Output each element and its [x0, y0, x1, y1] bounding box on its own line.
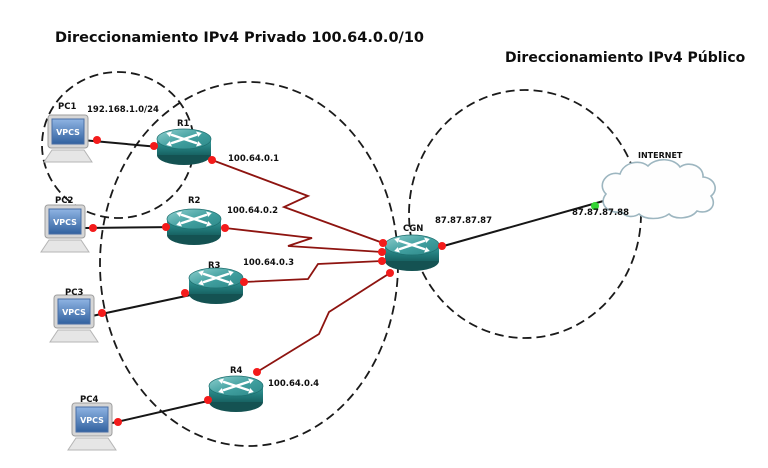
endpoint-dot-red	[378, 257, 386, 265]
node-label-r3[interactable]: R3	[208, 261, 221, 271]
router-icon	[156, 128, 212, 165]
endpoint-dot-red	[114, 418, 122, 426]
endpoint-dot-red	[150, 142, 158, 150]
pc-icon: VPCS	[40, 204, 90, 253]
endpoint-dot-red	[204, 396, 212, 404]
pc-icon: VPCS	[67, 402, 117, 451]
pc-icon: VPCS	[43, 114, 93, 163]
endpoint-dot-red	[93, 136, 101, 144]
node-r4[interactable]	[208, 375, 264, 412]
node-label-r4[interactable]: R4	[230, 366, 243, 376]
node-label-r2[interactable]: R2	[188, 196, 201, 206]
endpoint-dot-red	[379, 239, 387, 247]
router-arrows-icon	[166, 131, 202, 147]
node-cgn[interactable]	[384, 234, 440, 271]
link-r2-cgn[interactable]	[224, 227, 383, 253]
ip-label-87-87-87-87[interactable]: 87.87.87.87	[435, 216, 492, 226]
endpoint-dot-red	[162, 223, 170, 231]
link-r4-cgn[interactable]	[256, 272, 391, 373]
endpoint-dot-red	[208, 156, 216, 164]
pc-screen-label: VPCS	[53, 218, 77, 227]
node-label-pc2[interactable]: PC2	[55, 196, 73, 206]
node-pc1[interactable]: VPCS	[43, 114, 93, 163]
node-label-pc3[interactable]: PC3	[65, 288, 83, 298]
node-label-internet[interactable]: INTERNET	[638, 151, 683, 160]
ip-label-100-64-0-3[interactable]: 100.64.0.3	[243, 258, 294, 268]
link-r3-cgn[interactable]	[243, 260, 383, 283]
endpoint-dot-red	[221, 224, 229, 232]
router-icon	[188, 267, 244, 304]
endpoint-dot-green	[591, 202, 599, 210]
ip-label-87-87-87-88[interactable]: 87.87.87.88	[572, 208, 629, 218]
node-label-pc1[interactable]: PC1	[58, 102, 76, 112]
pc-screen-label: VPCS	[56, 128, 80, 137]
endpoint-dot-red	[253, 368, 261, 376]
node-internet[interactable]	[601, 158, 716, 220]
node-label-pc4[interactable]: PC4	[80, 395, 98, 405]
title-public-addressing[interactable]: Direccionamiento IPv4 Público	[505, 50, 746, 66]
router-icon	[166, 208, 222, 245]
node-pc3[interactable]: VPCS	[49, 294, 99, 343]
pc-screen-label: VPCS	[62, 308, 86, 317]
ip-label-100-64-0-1[interactable]: 100.64.0.1	[228, 154, 279, 164]
router-arrows-icon	[394, 237, 430, 253]
router-icon	[384, 234, 440, 271]
pc-screen-label: VPCS	[80, 416, 104, 425]
link-r1-cgn[interactable]	[211, 159, 384, 244]
endpoint-dot-red	[240, 278, 248, 286]
node-label-cgn[interactable]: CGN	[403, 224, 423, 234]
endpoint-dot-red	[438, 242, 446, 250]
endpoint-dot-red	[386, 269, 394, 277]
node-r1[interactable]	[156, 128, 212, 165]
router-arrows-icon	[198, 270, 234, 286]
router-arrows-icon	[176, 211, 212, 227]
endpoint-dot-red	[89, 224, 97, 232]
node-r3[interactable]	[188, 267, 244, 304]
ip-label-100-64-0-2[interactable]: 100.64.0.2	[227, 206, 278, 216]
endpoint-dot-red	[98, 309, 106, 317]
node-pc4[interactable]: VPCS	[67, 402, 117, 451]
node-label-r1[interactable]: R1	[177, 119, 190, 129]
title-private-addressing[interactable]: Direccionamiento IPv4 Privado 100.64.0.0…	[55, 30, 425, 46]
ip-label-192-168-1-0-24[interactable]: 192.168.1.0/24	[87, 105, 159, 115]
ip-label-100-64-0-4[interactable]: 100.64.0.4	[268, 379, 319, 389]
link-cgn-internet[interactable]	[439, 199, 608, 248]
router-icon	[208, 375, 264, 412]
pc-icon: VPCS	[49, 294, 99, 343]
cloud-icon	[601, 158, 716, 220]
endpoint-dot-red	[181, 289, 189, 297]
router-arrows-icon	[218, 378, 254, 394]
node-pc2[interactable]: VPCS	[40, 204, 90, 253]
node-r2[interactable]	[166, 208, 222, 245]
endpoint-dot-red	[378, 248, 386, 256]
